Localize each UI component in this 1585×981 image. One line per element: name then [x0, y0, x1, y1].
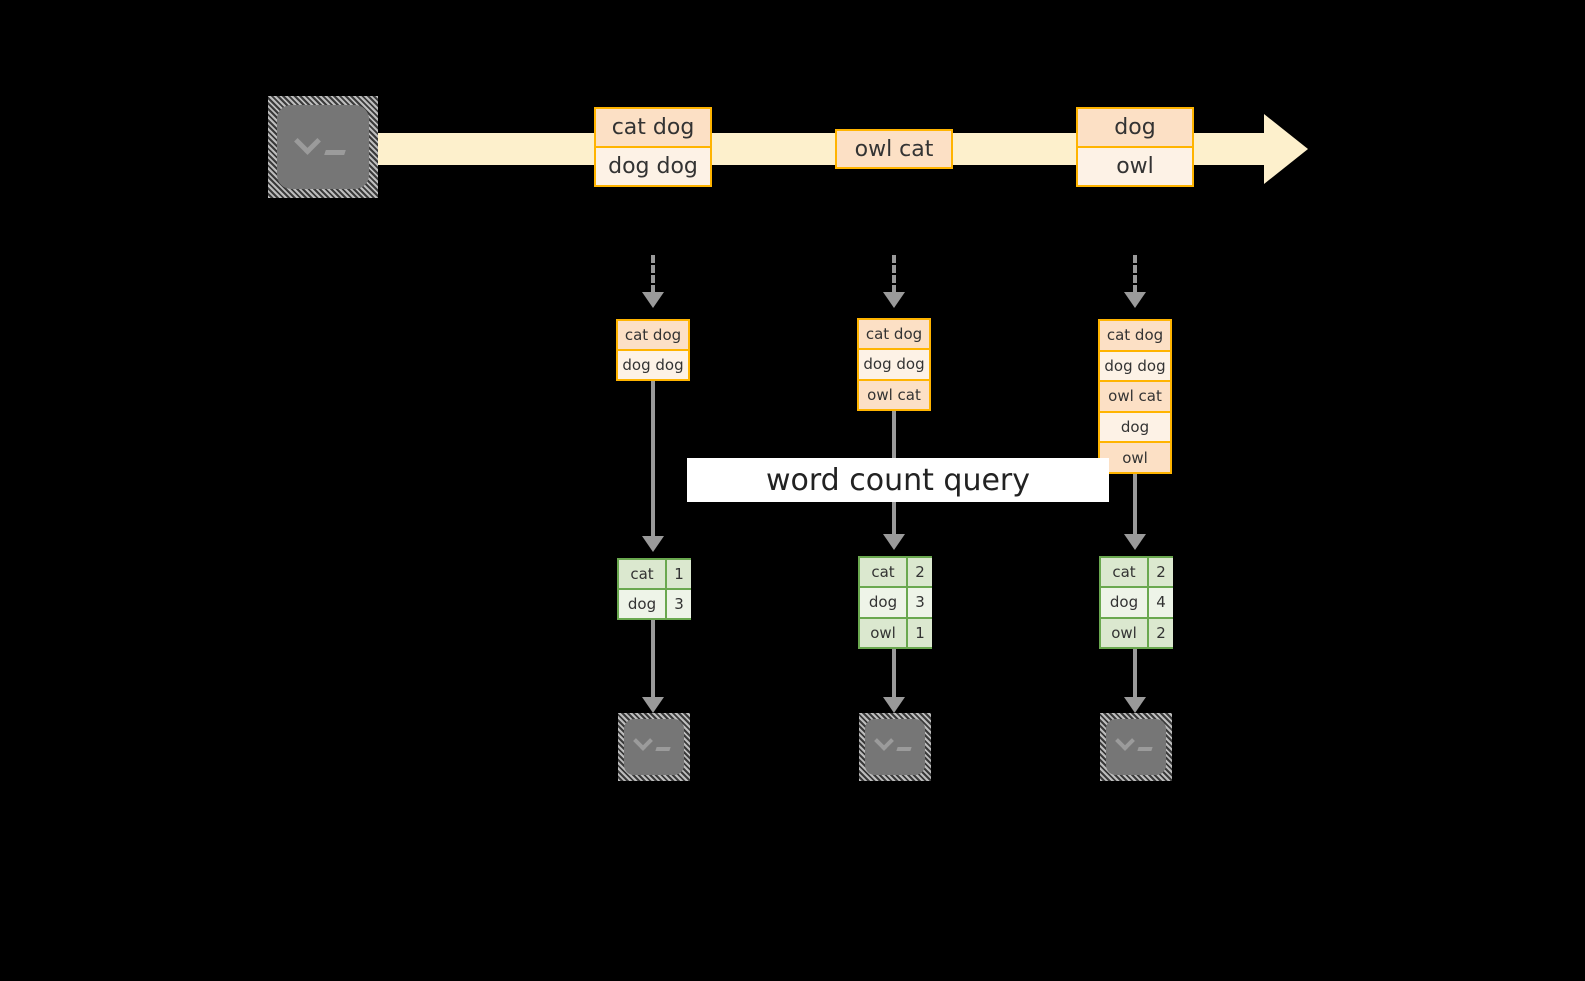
column-3-result-row-0: cat 2 [1101, 558, 1173, 587]
column-3-sink-line [1133, 649, 1137, 698]
column-1-query-line [651, 381, 655, 537]
terminal-screen [865, 719, 925, 775]
column-1-trigger-arrowhead [642, 292, 664, 308]
column-3-input-line-4: owl [1100, 441, 1170, 472]
prompt-underscore-icon [655, 747, 671, 751]
column-1-input-line-0: cat dog [618, 321, 688, 349]
column-1-result-table[interactable]: cat 1 dog 3 [617, 558, 691, 620]
prompt-chevron-icon [874, 731, 894, 751]
stream-batch-1-line-1: dog dog [596, 146, 710, 185]
column-2-result-word-0: cat [860, 558, 906, 587]
terminal-screen [277, 105, 369, 189]
column-1-query-arrowhead [642, 536, 664, 552]
column-1-trigger-line [651, 255, 655, 293]
column-2-sink-arrowhead [883, 697, 905, 713]
source-terminal-icon[interactable] [268, 96, 378, 198]
column-3-result-count-2: 2 [1147, 618, 1173, 647]
terminal-screen [624, 719, 684, 775]
column-2-result-count-0: 2 [906, 558, 932, 587]
column-2-result-count-2: 1 [906, 618, 932, 647]
prompt-chevron-icon [294, 128, 321, 155]
column-2-result-row-1: dog 3 [860, 586, 932, 617]
column-1-result-count-0: 1 [665, 560, 691, 588]
column-2-sink-line [892, 649, 896, 698]
column-3-input-line-2: owl cat [1100, 380, 1170, 411]
column-3-input-line-0: cat dog [1100, 321, 1170, 350]
query-banner: word count query [687, 458, 1109, 502]
column-1-result-row-1: dog 3 [619, 588, 691, 618]
prompt-underscore-icon [324, 150, 346, 155]
column-2-result-word-1: dog [860, 588, 906, 617]
column-3-result-word-1: dog [1101, 588, 1147, 617]
column-3-result-word-0: cat [1101, 558, 1147, 587]
stream-arrow-head [1264, 114, 1308, 184]
stream-batch-3[interactable]: dog owl [1076, 107, 1194, 187]
column-3-result-row-2: owl 2 [1101, 616, 1173, 647]
prompt-chevron-icon [633, 731, 653, 751]
column-1-result-count-1: 3 [665, 590, 691, 618]
column-3-result-word-2: owl [1101, 618, 1147, 647]
column-1-sink-line [651, 620, 655, 698]
stream-batch-3-line-0: dog [1078, 109, 1192, 146]
column-2-query-arrowhead [883, 534, 905, 550]
column-1-result-row-0: cat 1 [619, 560, 691, 588]
prompt-underscore-icon [1137, 747, 1153, 751]
column-2-input-line-2: owl cat [859, 378, 929, 409]
prompt-chevron-icon [1115, 731, 1135, 751]
column-2-result-row-2: owl 1 [860, 616, 932, 647]
column-1-input-table[interactable]: cat dog dog dog [616, 319, 690, 381]
column-2-input-table[interactable]: cat dog dog dog owl cat [857, 318, 931, 411]
column-3-result-table[interactable]: cat 2 dog 4 owl 2 [1099, 556, 1173, 649]
column-2-input-line-1: dog dog [859, 348, 929, 379]
stream-batch-1-line-0: cat dog [596, 109, 710, 146]
column-1-result-word-1: dog [619, 590, 665, 618]
column-3-input-table[interactable]: cat dog dog dog owl cat dog owl [1098, 319, 1172, 474]
column-3-query-arrowhead [1124, 534, 1146, 550]
column-2-sink-terminal-icon[interactable] [859, 713, 931, 781]
stream-batch-2[interactable]: owl cat [835, 129, 953, 169]
prompt-underscore-icon [896, 747, 912, 751]
column-3-input-line-3: dog [1100, 410, 1170, 442]
column-3-sink-terminal-icon[interactable] [1100, 713, 1172, 781]
column-1-sink-arrowhead [642, 697, 664, 713]
column-3-input-line-1: dog dog [1100, 349, 1170, 381]
query-banner-label: word count query [765, 462, 1031, 498]
column-2-trigger-line [892, 255, 896, 293]
column-3-result-row-1: dog 4 [1101, 586, 1173, 617]
column-3-sink-arrowhead [1124, 697, 1146, 713]
column-2-result-count-1: 3 [906, 588, 932, 617]
stream-batch-1[interactable]: cat dog dog dog [594, 107, 712, 187]
column-2-result-word-2: owl [860, 618, 906, 647]
stream-batch-2-line-0: owl cat [837, 131, 951, 167]
column-2-trigger-arrowhead [883, 292, 905, 308]
column-3-result-count-1: 4 [1147, 588, 1173, 617]
column-3-query-line [1133, 474, 1137, 535]
stream-batch-3-line-1: owl [1078, 146, 1192, 185]
column-3-trigger-line [1133, 255, 1137, 293]
column-2-input-line-0: cat dog [859, 320, 929, 349]
column-3-trigger-arrowhead [1124, 292, 1146, 308]
terminal-screen [1106, 719, 1166, 775]
column-1-result-word-0: cat [619, 560, 665, 588]
column-2-result-table[interactable]: cat 2 dog 3 owl 1 [858, 556, 932, 649]
column-1-sink-terminal-icon[interactable] [618, 713, 690, 781]
column-2-result-row-0: cat 2 [860, 558, 932, 587]
column-1-input-line-1: dog dog [618, 349, 688, 379]
column-3-result-count-0: 2 [1147, 558, 1173, 587]
